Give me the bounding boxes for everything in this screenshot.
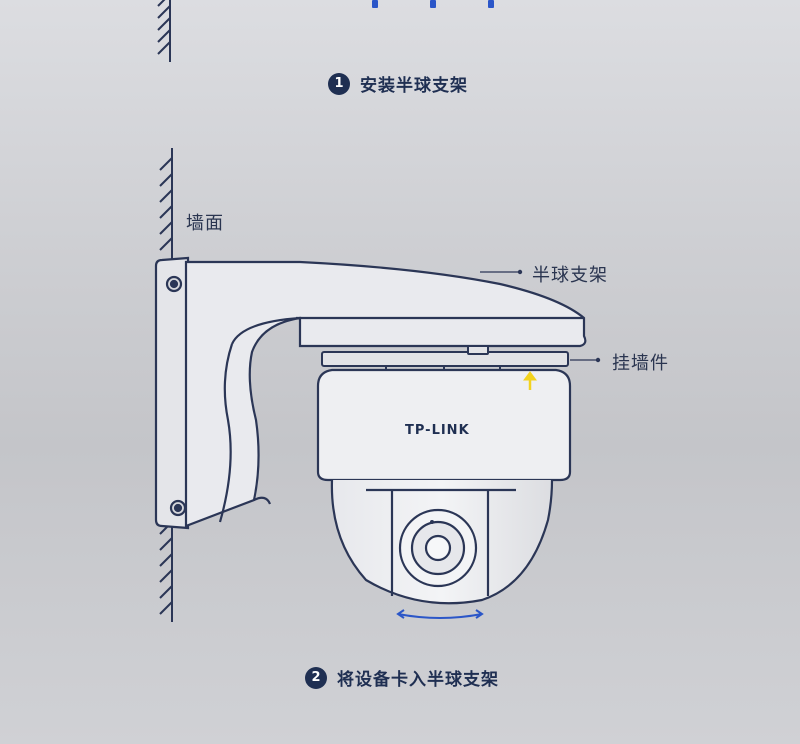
mount-plate (321, 345, 569, 372)
step-1-number: 1 (328, 72, 350, 95)
leader-lines (480, 271, 598, 361)
camera-lens (398, 508, 478, 588)
step-2-number: 2 (305, 666, 327, 689)
step-1-title: 1 安装半球支架 (328, 71, 468, 96)
bracket-arm (184, 260, 587, 528)
rotate-icon (396, 609, 484, 619)
brand-logo: TP-LINK (405, 423, 470, 438)
up-arrow-icon (523, 371, 537, 390)
wall-hatching (159, 148, 173, 622)
wall-plate (154, 256, 190, 530)
step-1-text: 安装半球支架 (360, 76, 468, 96)
mount-label: 挂墙件 (612, 353, 669, 374)
wall-label: 墙面 (186, 213, 224, 234)
step-2-title: 2 将设备卡入半球支架 (305, 665, 499, 690)
top-wall-fragment (157, 0, 171, 62)
bracket-label: 半球支架 (532, 265, 608, 286)
step-2-text: 将设备卡入半球支架 (337, 670, 499, 690)
top-blue-marks (372, 0, 494, 8)
